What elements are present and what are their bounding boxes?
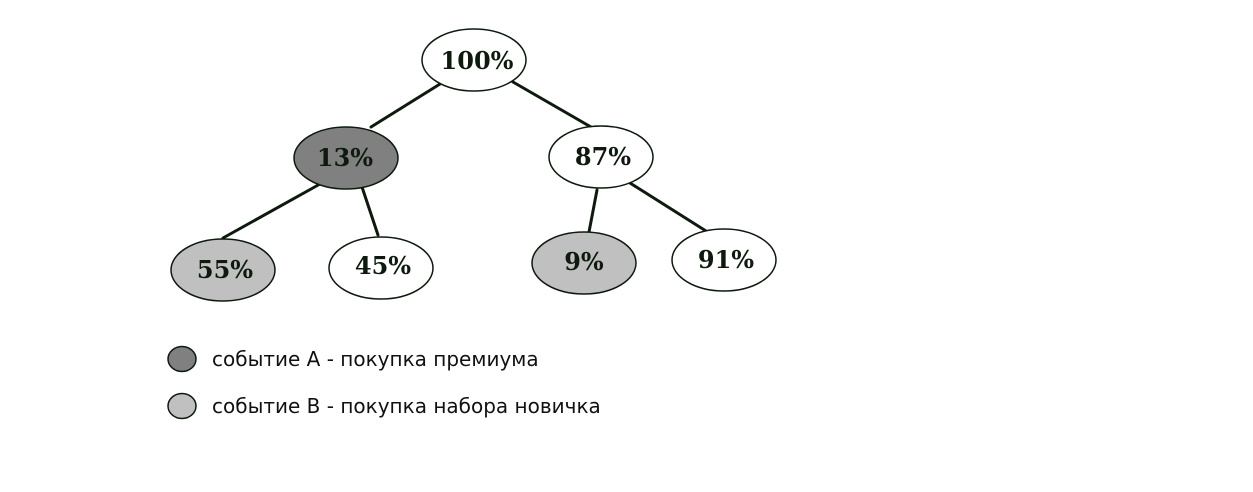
node-label-a: 13% bbox=[317, 143, 373, 172]
node-label-a-not-b: 45% bbox=[355, 251, 411, 280]
tree-node-a: 13% bbox=[293, 126, 399, 190]
node-ellipse bbox=[531, 231, 637, 295]
edge-root-to-not-a bbox=[511, 80, 593, 129]
legend-label-event-b: событие B - покупка набора новичка bbox=[212, 394, 601, 418]
node-ellipse bbox=[293, 126, 399, 190]
node-label-not-a-b: 9% bbox=[564, 247, 604, 276]
node-ellipse bbox=[170, 238, 276, 302]
node-ellipse bbox=[548, 125, 654, 189]
tree-node-not-a: 87% bbox=[548, 125, 654, 189]
legend-swatch-event-a bbox=[167, 345, 197, 373]
node-label-not-a: 87% bbox=[575, 142, 631, 171]
legend-item-event-b: событие B - покупка набора новичка bbox=[167, 392, 601, 420]
node-label-a-b: 55% bbox=[197, 255, 253, 284]
legend-item-event-a: событие А - покупка премиума bbox=[167, 345, 539, 373]
node-ellipse bbox=[328, 236, 434, 300]
legend-label-event-a: событие А - покупка премиума bbox=[212, 347, 539, 371]
tree-node-a-b: 55% bbox=[170, 238, 276, 302]
legend-swatch-event-b bbox=[167, 392, 197, 420]
edge-a-to-not-b bbox=[360, 185, 380, 237]
node-ellipse bbox=[421, 28, 527, 92]
edge-a-to-b bbox=[221, 182, 322, 240]
tree-node-a-not-b: 45% bbox=[328, 236, 434, 300]
tree-node-not-a-b: 9% bbox=[531, 231, 637, 295]
node-ellipse bbox=[671, 228, 777, 292]
node-label-root: 100% bbox=[441, 46, 514, 75]
edge-not-a-to-b bbox=[587, 188, 599, 234]
node-label-not-a-not-b: 91% bbox=[698, 245, 754, 274]
edge-not-a-to-not-b bbox=[628, 181, 708, 233]
tree-node-not-a-not-b: 91% bbox=[671, 228, 777, 292]
edge-root-to-a bbox=[369, 82, 442, 129]
legend: событие А - покупка премиума событие B -… bbox=[167, 345, 601, 420]
tree-node-root: 100% bbox=[421, 28, 527, 92]
